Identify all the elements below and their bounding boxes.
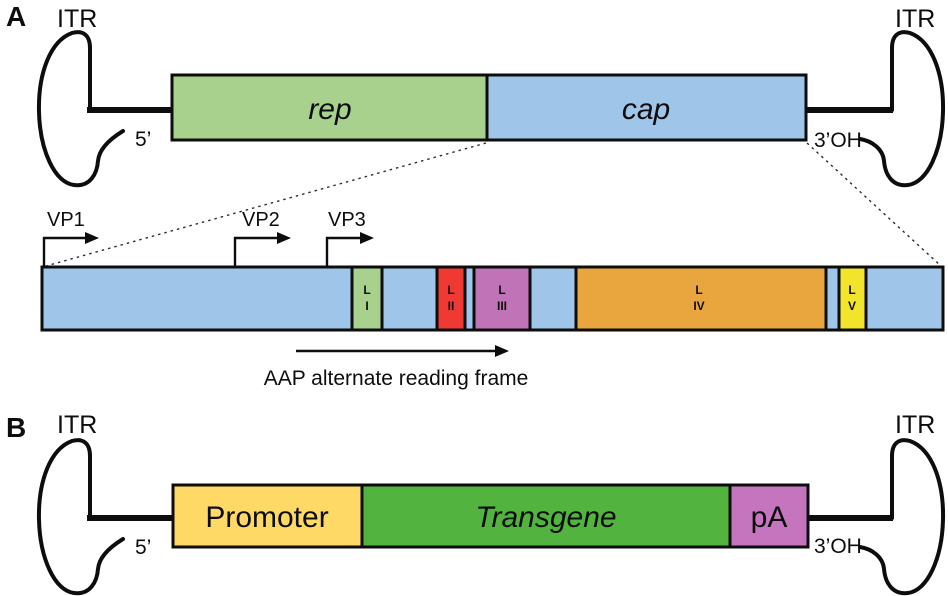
panel-a-three-prime-label: 3’OH [814,129,862,152]
vp2-arrowhead-icon [277,232,291,244]
cap-gene-label: cap [622,93,670,126]
loop-5-label-line2: V [848,299,856,313]
aap-frame-label: AAP alternate reading frame [264,367,529,390]
panel-a-five-prime-label: 5’ [135,128,151,151]
zoom-guide-right [806,142,942,267]
loop-2-box [435,265,467,332]
panel-b-itr-left-hairpin-icon [36,438,125,596]
loop-3-label-line2: III [497,299,507,313]
panel-a-itr-right-label: ITR [895,5,935,33]
loop-4-label-line2: IV [693,299,704,313]
loop-1-label-line1: L [363,283,370,297]
panel-a-itr-left-label: ITR [57,5,97,33]
panel-a-itr-right-hairpin-icon [858,30,946,188]
panel-a-label: A [6,1,26,32]
cap-detail-bar: L I L II L III L IV L V [40,265,945,332]
rep-gene-label: rep [308,93,351,126]
vp1-start-arrow: VP1 [42,209,99,266]
loop-3-label-line1: L [498,283,505,297]
panel-b-itr-right-hairpin-icon [858,438,946,596]
panel-b-three-prime-label: 3’OH [814,535,862,558]
vp2-label: VP2 [242,209,280,231]
panel-b-five-prime-label: 5’ [135,536,151,559]
loop-3-box [472,265,532,332]
vp2-start-arrow: VP2 [233,209,291,266]
panel-b-label: B [6,412,26,443]
vp3-label: VP3 [328,209,366,231]
panel-b: B ITR 5’ Promoter Transgene pA 3’OH ITR [6,411,946,596]
vp3-arrowhead-icon [360,232,374,244]
aap-arrowhead-icon [495,345,509,357]
vp1-label: VP1 [47,209,85,231]
loop-5-box [837,265,868,332]
promoter-box [171,483,364,549]
panel-b-itr-left-label: ITR [57,411,97,439]
promoter-label: Promoter [205,501,328,534]
panel-a: A ITR 5’ rep cap 3’OH ITR VP1 VP2 [6,1,946,390]
transgene-label: Transgene [475,501,616,534]
loop-2-label-line2: II [448,299,455,313]
panel-a-itr-left-hairpin-icon [36,30,125,188]
aap-reading-frame: AAP alternate reading frame [264,345,529,390]
loop-2-label-line1: L [447,283,454,297]
vp3-start-arrow: VP3 [325,209,374,266]
panel-b-itr-right-label: ITR [895,411,935,439]
pa-label: pA [751,501,788,534]
loop-4-box [574,265,828,332]
loop-1-label-line2: I [365,299,368,313]
loop-5-label-line1: L [848,283,855,297]
loop-1-box [350,265,384,332]
loop-4-label-line1: L [695,283,702,297]
zoom-guide-left [45,142,487,267]
vp1-arrowhead-icon [85,232,99,244]
pa-box [728,483,810,549]
